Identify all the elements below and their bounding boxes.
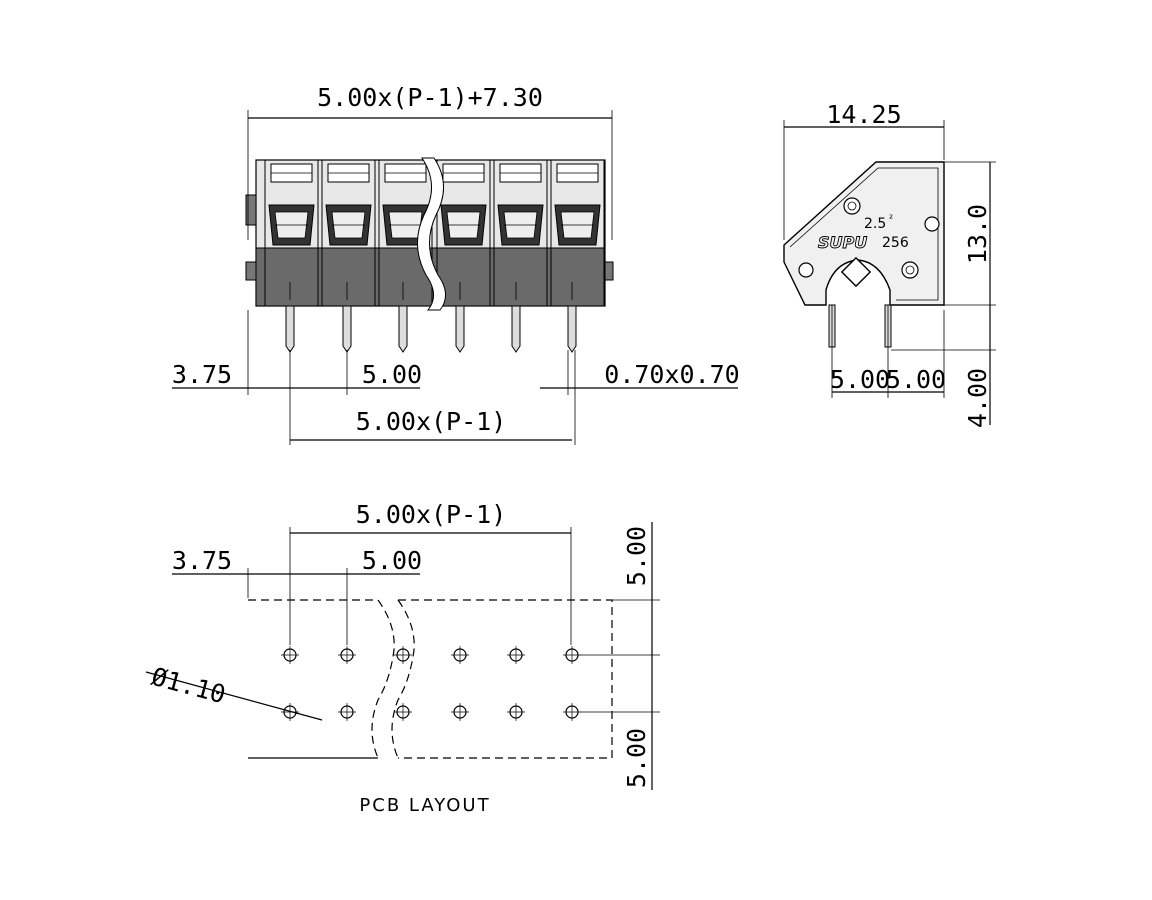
front-view-pins [285, 282, 577, 353]
screw-icon [924, 216, 940, 232]
pin-pitch-right-label: 5.00 [886, 365, 946, 394]
depth-label: 14.25 [826, 100, 901, 129]
hole-span-label: 5.00x(P-1) [356, 500, 507, 529]
edge-offset-label: 3.75 [172, 360, 232, 389]
wire-size-marking: 2.5 [864, 216, 886, 232]
wire-size-unit: ² [889, 214, 893, 225]
pitch-label: 5.00 [362, 360, 422, 389]
screw-icon [901, 261, 919, 279]
brand-logo: SUPU [818, 233, 867, 252]
front-view-cells [264, 159, 605, 307]
pin-span-label: 5.00x(P-1) [356, 407, 507, 436]
pcb-layout: 5.00x(P-1) 3.75 5.00 Ø1.10 5.00 5.00 PCB… [145, 500, 660, 816]
front-pin [455, 305, 465, 353]
pcb-pitch-label: 5.00 [362, 546, 422, 575]
side-view: 2.5 ² SUPU 256 14.25 13.0 4.00 5.00 5.00 [783, 100, 996, 428]
row-spacing-top-label: 5.00 [622, 526, 651, 586]
overall-width-label: 5.00x(P-1)+7.30 [317, 83, 543, 112]
front-view-break [416, 157, 446, 311]
clamp-opening [840, 256, 872, 288]
front-pin [342, 305, 352, 353]
front-pin [285, 305, 295, 353]
front-view: 5.00x(P-1)+7.30 3.75 5.00 0.70x0.70 5.00… [172, 83, 740, 445]
hole-diameter-label: Ø1.10 [148, 662, 228, 709]
screw-icon [843, 197, 861, 215]
pcb-layout-title: PCB LAYOUT [359, 795, 490, 816]
model-marking: 256 [882, 235, 909, 251]
row-spacing-bottom-label: 5.00 [622, 728, 651, 788]
pcb-holes [281, 646, 581, 721]
front-pin [511, 305, 521, 353]
pcb-edge-offset-label: 3.75 [172, 546, 232, 575]
pin-section-label: 0.70x0.70 [604, 360, 739, 389]
pin-length-label: 4.00 [963, 368, 992, 428]
pin-pitch-left-label: 5.00 [830, 365, 890, 394]
front-pin [567, 305, 577, 353]
front-pin [398, 305, 408, 353]
terminal-cell [550, 159, 605, 307]
height-label: 13.0 [963, 204, 992, 264]
screw-icon [798, 262, 814, 278]
